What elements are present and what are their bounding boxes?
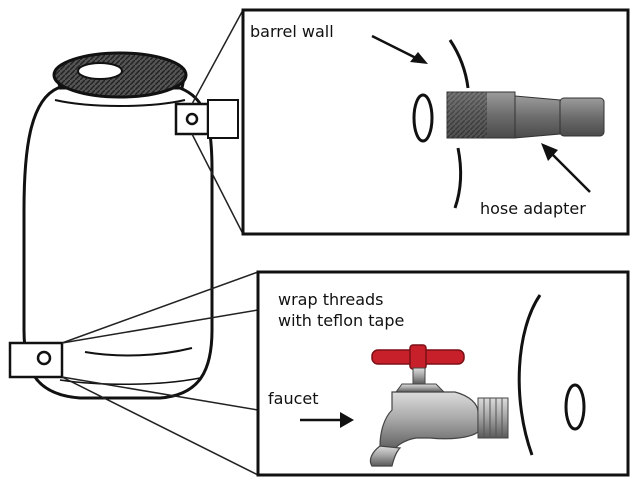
faucet-threads bbox=[477, 397, 509, 439]
barrel-rib-top bbox=[54, 99, 186, 107]
lower-fitting bbox=[8, 341, 64, 379]
hose-adapter bbox=[446, 91, 605, 139]
adapter-detail-box: barrel wall hose adapter bbox=[241, 8, 630, 236]
barrel-wall-lower bbox=[453, 147, 463, 209]
wrap-threads-label-line1: wrap threads bbox=[278, 290, 384, 309]
faucet-label: faucet bbox=[268, 389, 319, 408]
barrel-rib-base bbox=[59, 377, 201, 385]
washer bbox=[412, 93, 434, 143]
hose-adapter-label: hose adapter bbox=[480, 199, 586, 218]
upper-fitting bbox=[174, 99, 239, 139]
barrel bbox=[22, 51, 214, 400]
barrel-opening bbox=[77, 62, 123, 80]
faucet-detail-box: wrap threads with teflon tape faucet bbox=[256, 270, 630, 477]
wrap-threads-label-line2: with teflon tape bbox=[278, 311, 404, 330]
barrel-wall-arrow bbox=[371, 34, 421, 62]
faucet-body bbox=[379, 391, 479, 453]
faucet bbox=[369, 344, 509, 467]
barrel-wall-label: barrel wall bbox=[250, 22, 334, 41]
faucet-spout bbox=[369, 445, 402, 467]
hose-adapter-arrow bbox=[547, 149, 591, 193]
barrel-rib-bottom bbox=[84, 347, 193, 357]
barrel-wall-upper bbox=[448, 39, 470, 89]
barrel-wall-curve bbox=[517, 294, 542, 456]
leader-lines bbox=[61, 9, 259, 476]
faucet-washer bbox=[564, 383, 586, 431]
